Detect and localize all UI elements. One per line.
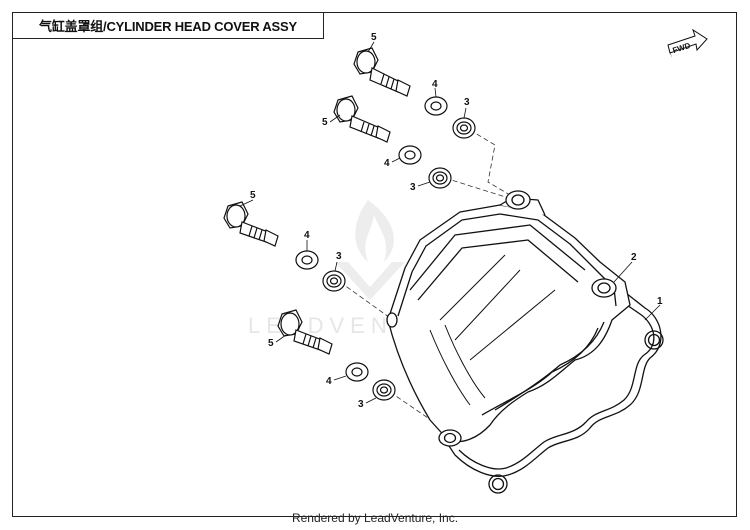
drawing-frame: [12, 12, 737, 517]
watermark-v-icon: [335, 262, 405, 300]
washer: [398, 145, 422, 165]
callout-5: 5: [268, 338, 274, 349]
callout-2: 2: [631, 252, 637, 263]
flange-bolt: [333, 95, 391, 143]
grommet: [428, 167, 452, 189]
callout-5: 5: [322, 117, 328, 128]
callout-4: 4: [432, 79, 438, 90]
washer: [345, 362, 369, 382]
callout-5: 5: [371, 32, 377, 43]
gasket: [444, 281, 664, 494]
callout-3: 3: [410, 182, 416, 193]
washer: [295, 250, 319, 270]
flange-bolt: [223, 201, 279, 247]
grommet: [372, 379, 396, 401]
grommet: [452, 117, 476, 139]
callout-4: 4: [326, 376, 332, 387]
gasket-bolt-hole: [488, 474, 508, 494]
title-box: 气缸盖罩组/CYLINDER HEAD COVER ASSY: [12, 12, 324, 39]
callout-4: 4: [384, 158, 390, 169]
flange-bolt: [277, 309, 333, 355]
callout-4: 4: [304, 230, 310, 241]
callout-5: 5: [250, 190, 256, 201]
footer-credit: Rendered by LeadVenture, Inc.: [291, 511, 459, 525]
callout-3: 3: [358, 399, 364, 410]
washer: [424, 96, 448, 116]
callout-1: 1: [657, 296, 663, 307]
fwd-arrow-icon: FWD: [667, 28, 708, 58]
flange-bolt: [353, 47, 411, 97]
leader-lines: [239, 41, 661, 404]
callout-labels: 5 4 3 5 4 3 5 4 3 5 4 3 2 1: [250, 32, 663, 410]
watermark-flame-icon: [355, 200, 394, 262]
diagram-title: 气缸盖罩组/CYLINDER HEAD COVER ASSY: [39, 19, 297, 34]
cylinder-head-cover: [386, 190, 631, 447]
grommet: [322, 270, 346, 292]
callout-3: 3: [464, 97, 470, 108]
callout-3: 3: [336, 251, 342, 262]
gasket-bolt-hole: [644, 330, 664, 350]
